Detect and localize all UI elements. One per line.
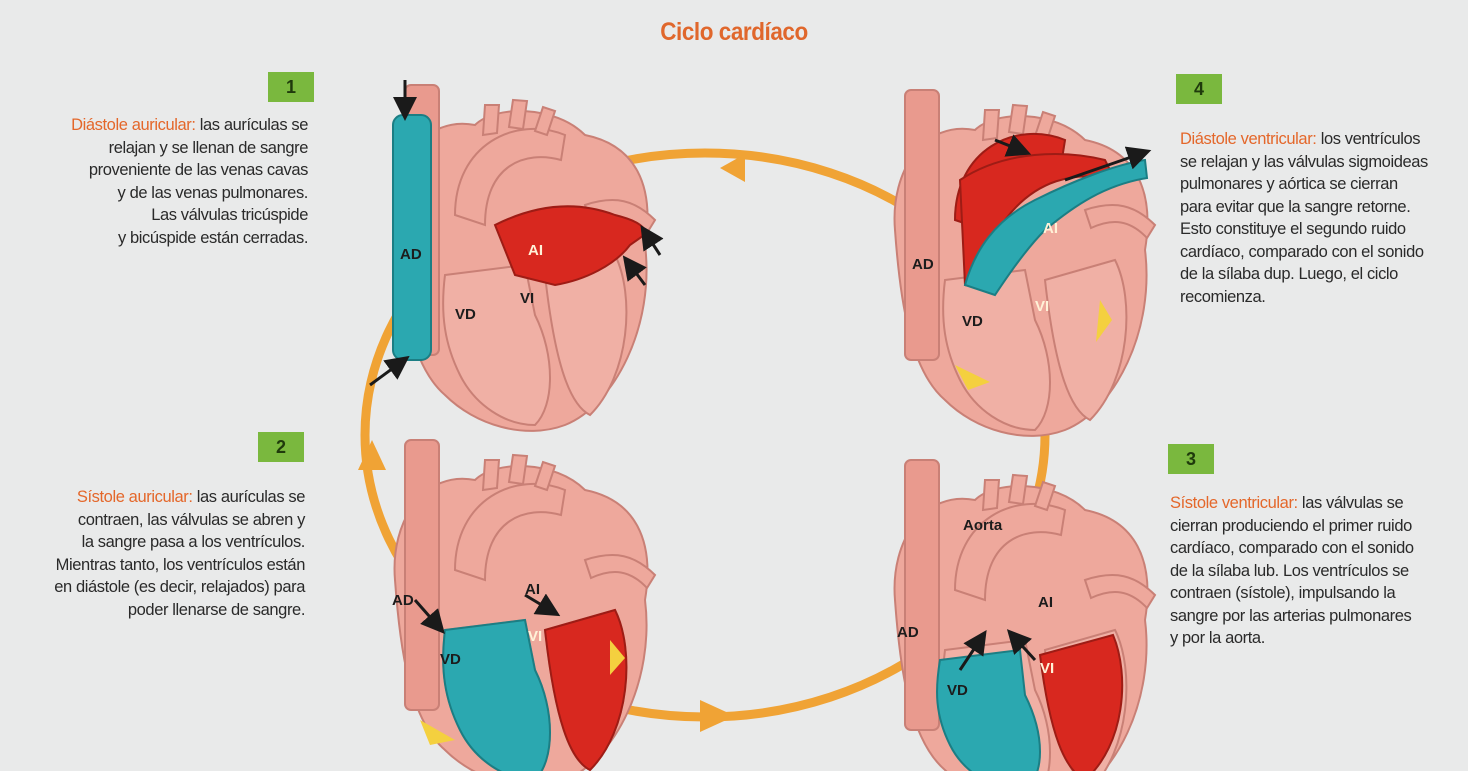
label-ad-2: AD <box>392 592 414 609</box>
step-badge-1: 1 <box>268 72 314 102</box>
step-term-3: Sístole ventricular: <box>1170 494 1298 512</box>
label-aorta-3: Aorta <box>963 517 1002 534</box>
label-vi-4: VI <box>1035 298 1049 315</box>
label-ad-3: AD <box>897 624 919 641</box>
step-term-4: Diástole ventricular: <box>1180 130 1317 148</box>
label-vd-4: VD <box>962 313 983 330</box>
label-ai-4: AI <box>1043 220 1058 237</box>
label-ai-3: AI <box>1038 594 1053 611</box>
label-vd-2: VD <box>440 651 461 668</box>
label-ad-1: AD <box>400 246 422 263</box>
step-term-2: Sístole auricular: <box>77 488 193 506</box>
step-text-2: Sístole auricular: las aurículas se cont… <box>0 486 305 621</box>
step-badge-4: 4 <box>1176 74 1222 104</box>
step-text-4: Diástole ventricular: los ventrículos se… <box>1180 128 1465 308</box>
label-vd-1: VD <box>455 306 476 323</box>
heart-diagram-3 <box>895 460 1155 771</box>
label-vd-3: VD <box>947 682 968 699</box>
label-ad-4: AD <box>912 256 934 273</box>
step-text-1: Diástole auricular: las aurículas se rel… <box>8 114 308 249</box>
step-term-1: Diástole auricular: <box>71 116 195 134</box>
diagram-title: Ciclo cardíaco <box>73 18 1394 47</box>
label-vi-1: VI <box>520 290 534 307</box>
label-vi-3: VI <box>1040 660 1054 677</box>
label-vi-2: VI <box>528 628 542 645</box>
label-ai-1: AI <box>528 242 543 259</box>
step-text-3: Sístole ventricular: las válvulas se cie… <box>1170 492 1462 650</box>
step-badge-2: 2 <box>258 432 304 462</box>
label-ai-2: AI <box>525 581 540 598</box>
heart-diagram-2 <box>395 440 655 771</box>
step-badge-3: 3 <box>1168 444 1214 474</box>
cycle-arrow-bottom <box>700 700 735 732</box>
